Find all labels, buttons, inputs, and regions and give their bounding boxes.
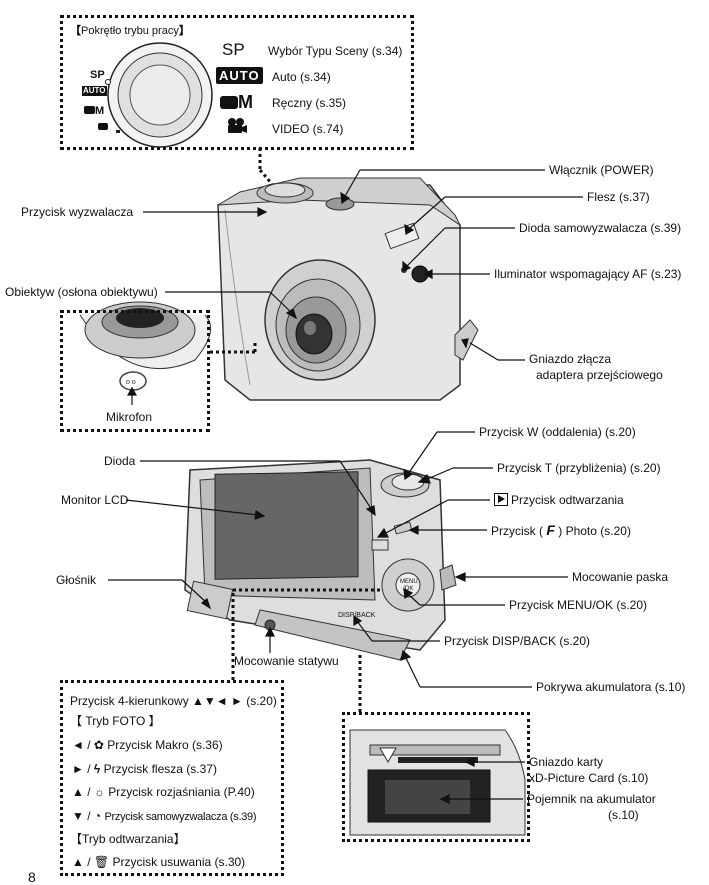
- playback-label: Przycisk odtwarzania: [494, 493, 624, 507]
- shutter-button-label: Przycisk wyzwalacza: [21, 205, 134, 219]
- tripod-mount-label: Mocowanie statywu: [234, 654, 339, 668]
- speaker-label: Głośnik: [56, 573, 97, 587]
- mode-item-label: Ręczny (s.35): [272, 96, 347, 110]
- flash-label: Flesz (s.37): [587, 190, 650, 204]
- indicator-lamp-label: Dioda: [104, 454, 136, 468]
- mode-dial-illustration: [105, 42, 213, 148]
- battery-compartment-label-line1: Pojemnik na akumulator: [527, 792, 656, 806]
- macro-flower-icon: ✿: [90, 738, 108, 752]
- lens-label: Obiektyw (osłona obiektywu): [5, 285, 158, 299]
- photo-f-icon: F: [546, 522, 555, 538]
- svg-text:/OK: /OK: [403, 586, 413, 592]
- zoom-w-label: Przycisk W (oddalenia) (s.20): [479, 425, 636, 439]
- camera-back-illustration: MENU /OK DISP/BACK: [184, 459, 457, 661]
- card-slot-label-line1: Gniazdo karty: [529, 755, 604, 769]
- camera-icon: [84, 106, 95, 114]
- mode-item-label: Wybór Typu Sceny (s.34): [268, 44, 403, 58]
- camera-front-illustration: [217, 177, 479, 401]
- foto-mode-heading: 【 Tryb FOTO 】: [70, 714, 161, 728]
- video-icon: [226, 118, 248, 139]
- brightness-row: ▲ / ☼ Przycisk rozjaśniania (P.40): [72, 785, 255, 799]
- zoom-t-label: Przycisk T (przybliżenia) (s.20): [497, 461, 661, 475]
- four-way-header: Przycisk 4-kierunkowy ▲▼◄ ► (s.20): [70, 694, 277, 708]
- connector-label-line2: adaptera przejściowego: [536, 368, 663, 382]
- mode-dial-box: [60, 15, 414, 150]
- dial-video-mark: [98, 120, 108, 134]
- af-illuminator-label: Iluminator wspomagający AF (s.23): [494, 267, 682, 281]
- delete-row: ▲ / 🗑 Przycisk usuwania (s.30): [72, 855, 246, 869]
- video-camera-icon: [98, 123, 108, 130]
- brightness-sun-icon: ☼: [90, 785, 109, 799]
- menu-ok-label: Przycisk MENU/OK (s.20): [509, 598, 648, 612]
- power-switch-label: Włącznik (POWER): [549, 163, 654, 177]
- disp-back-label: Przycisk DISP/BACK (s.20): [444, 634, 591, 648]
- play-icon: [494, 493, 508, 506]
- lcd-monitor-label: Monitor LCD: [61, 493, 129, 507]
- leader-lines: [108, 148, 583, 804]
- mode-item-label: Auto (s.34): [272, 70, 331, 84]
- trash-icon: 🗑: [90, 855, 113, 869]
- macro-row: ◄ / ✿ Przycisk Makro (s.36): [72, 738, 223, 752]
- dial-m-mark: M: [84, 104, 104, 118]
- strap-mount-label: Mocowanie paska: [572, 570, 669, 584]
- camera-disp-text: DISP/BACK: [338, 612, 376, 619]
- four-way-button-box: [60, 680, 284, 876]
- svg-text:o o: o o: [126, 379, 136, 386]
- microphone-closeup-box: [60, 310, 210, 432]
- mode-dial-title: 【Pokrętło trybu pracy】: [70, 25, 190, 37]
- playback-mode-heading: 【Tryb odtwarzania】: [70, 832, 186, 846]
- battery-closeup-illustration: [349, 729, 526, 836]
- battery-cover-label: Pokrywa akumulatora (s.10): [536, 680, 686, 694]
- dial-sp-mark: SP: [90, 69, 105, 81]
- manual-symbol: M: [220, 92, 253, 113]
- self-timer-icon: ◔: [90, 809, 105, 823]
- mode-item-label: VIDEO (s.74): [272, 122, 344, 136]
- card-slot-label-line2: xD-Picture Card (s.10): [529, 771, 649, 785]
- dial-auto-mark: AUTO: [82, 86, 107, 96]
- photo-button-label: Przycisk ( F ) Photo (s.20): [491, 522, 631, 538]
- camera-icon: [220, 96, 238, 109]
- microphone-label: Mikrofon: [106, 410, 153, 424]
- connector-label-line1: Gniazdo złącza: [529, 352, 612, 366]
- self-timer-lamp-label: Dioda samowyzwalacza (s.39): [519, 221, 682, 235]
- camera-menu-text: MENU: [400, 579, 418, 585]
- auto-symbol: AUTO: [216, 67, 263, 84]
- battery-compartment-label-line2: (s.10): [608, 808, 639, 822]
- microphone-closeup-illustration: o o: [79, 301, 212, 391]
- battery-closeup-box: [342, 712, 530, 842]
- page-number: 8: [28, 869, 36, 885]
- sp-symbol: SP: [222, 40, 245, 59]
- flash-bolt-icon: ϟ: [90, 762, 104, 776]
- flash-row: ► / ϟ Przycisk flesza (s.37): [72, 762, 217, 776]
- self-timer-row: ▼ / ◔ Przycisk samowyzwalacza (s.39): [72, 809, 257, 823]
